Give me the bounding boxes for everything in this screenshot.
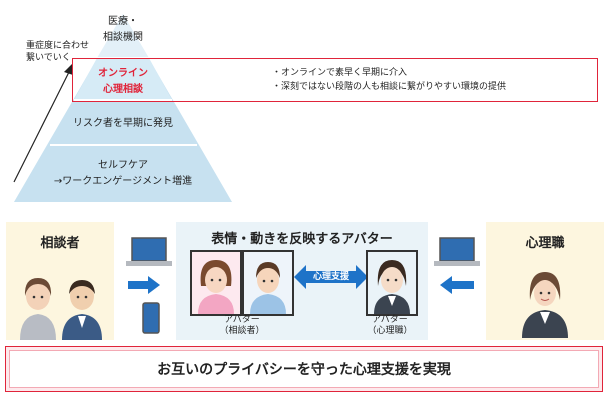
- counselor-avatar-icon: [368, 252, 416, 314]
- client-avatar-caption-line1: アバター: [224, 315, 260, 325]
- counselor-person-icon: [522, 272, 568, 338]
- arrow-right-icon: [148, 276, 160, 294]
- tier-top-line1: 医療・: [108, 16, 138, 27]
- counselor-avatar-caption-line2: （心理職）: [367, 326, 413, 336]
- arrow-left-shaft: [452, 281, 474, 289]
- client-panel: 相談者: [6, 222, 114, 340]
- pyramid-tier-top: 医療・ 相談機関: [93, 14, 153, 46]
- avatar-panel: 表情・動きを反映するアバター アバター （相談者） 心理支援: [176, 222, 428, 340]
- highlight-bullet-1: ・オンラインで素早く早期に介入: [272, 68, 408, 78]
- side-note-line2: 繋いでいく: [26, 53, 71, 63]
- tier-top-line2: 相談機関: [103, 32, 143, 43]
- side-note-line1: 重症度に合わせ: [26, 41, 90, 51]
- counselor-panel: 心理職: [486, 222, 604, 340]
- counselor-avatar-caption-line1: アバター: [372, 315, 408, 325]
- support-label: 心理支援: [312, 272, 349, 282]
- privacy-banner: お互いのプライバシーを守った心理支援を実現: [5, 346, 603, 392]
- counselor-avatar-caption: アバター （心理職）: [352, 315, 428, 337]
- double-arrow-icon: [294, 265, 368, 289]
- avatar-panel-title: 表情・動きを反映するアバター: [211, 232, 393, 247]
- client-avatar-caption-line2: （相談者）: [219, 326, 265, 336]
- tier-base-line2: →ワークエンゲージメント増進: [53, 176, 193, 187]
- counselor-title: 心理職: [525, 236, 565, 251]
- laptop-icon-left: [126, 237, 172, 266]
- arrow-right-shaft: [128, 281, 148, 289]
- smartphone-icon: [142, 302, 160, 334]
- client-avatar-caption: アバター （相談者）: [202, 315, 282, 337]
- pyramid-tier-base: セルフケア →ワークエンゲージメント増進: [40, 158, 206, 190]
- pyramid-shape: [13, 14, 232, 202]
- tier-online-line2: 心理相談: [103, 84, 143, 95]
- pyramid-tier-online: オンライン 心理相談: [83, 66, 163, 98]
- laptop-icon-right: [434, 237, 480, 266]
- highlight-bullets: ・オンラインで素早く早期に介入 ・深刻ではない段階の人も相談に繋がりやすい環境の…: [272, 66, 506, 94]
- counselor-avatar: [366, 250, 418, 316]
- highlight-bullet-2: ・深刻ではない段階の人も相談に繋がりやすい環境の提供: [272, 82, 507, 92]
- client-avatar-male: [242, 250, 294, 316]
- client-people-icon: [20, 278, 102, 340]
- side-note: 重症度に合わせ 繋いでいく: [26, 40, 89, 64]
- client-title: 相談者: [40, 236, 80, 251]
- privacy-banner-text: お互いのプライバシーを守った心理支援を実現: [157, 362, 451, 378]
- male-avatar-icon: [244, 252, 292, 314]
- tier-base-line1: セルフケア: [98, 160, 148, 171]
- client-avatar-female: [190, 250, 242, 316]
- pyramid-tier-risk: リスク者を早期に発見: [73, 118, 173, 129]
- arrow-left-icon: [440, 276, 452, 294]
- tier-online-line1: オンライン: [98, 68, 148, 79]
- online-highlight-box: [72, 58, 598, 102]
- female-avatar-icon: [192, 252, 240, 314]
